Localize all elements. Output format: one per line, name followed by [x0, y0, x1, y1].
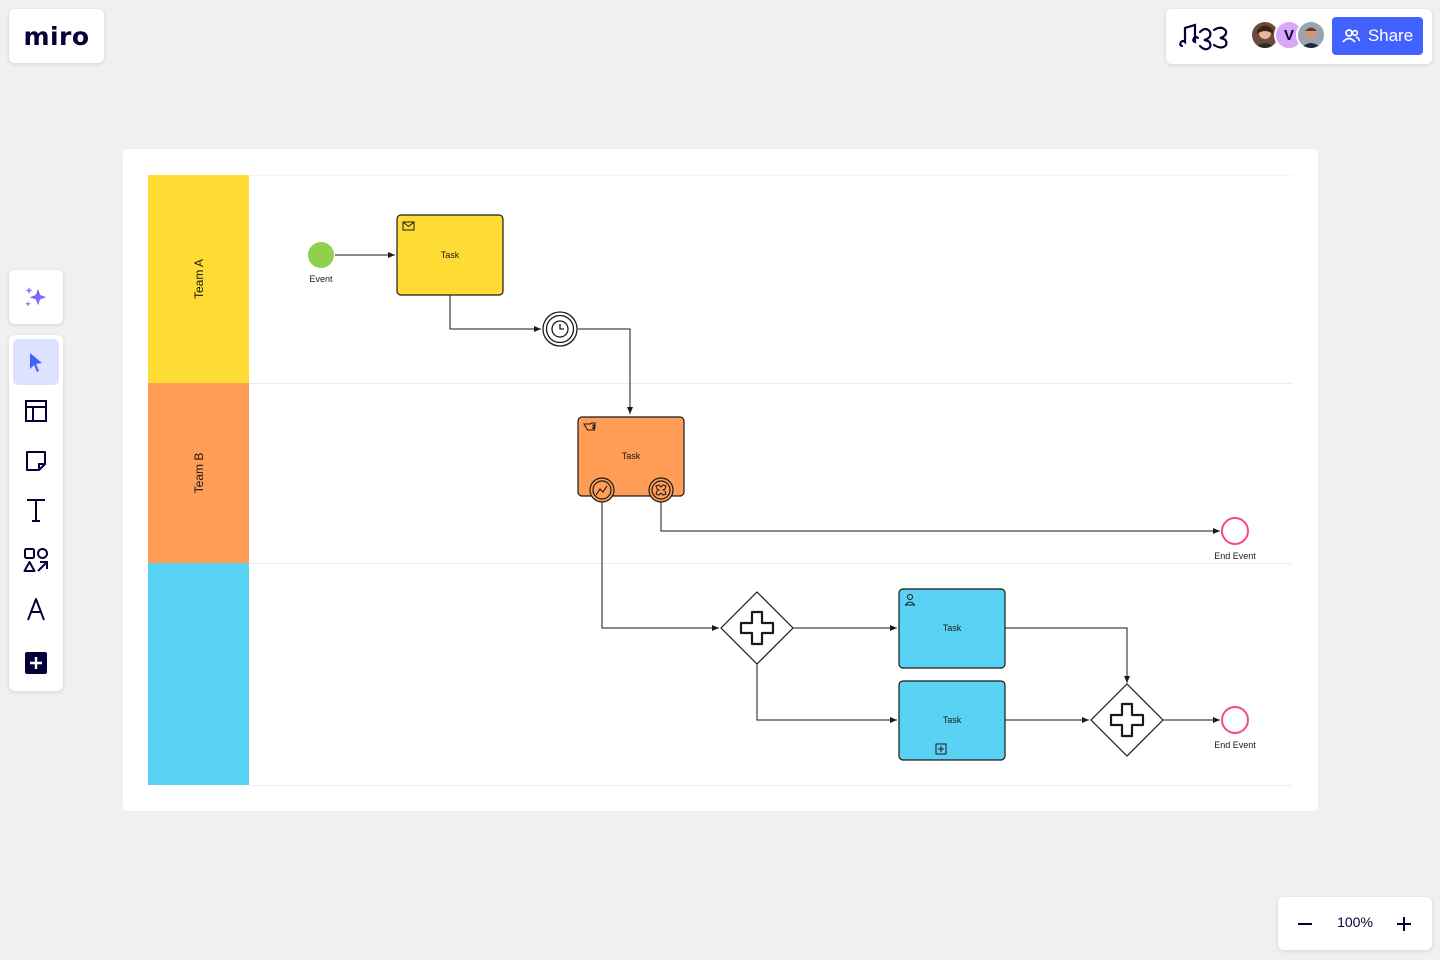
task-c2-label: Task [942, 715, 962, 725]
end-event-2 [1221, 706, 1249, 734]
flow-task-a-to-timer [449, 295, 541, 332]
flow-gateway-1-to-task-c2 [756, 664, 897, 723]
cursor-icon [30, 353, 42, 372]
cancel-icon [655, 484, 667, 496]
subprocess-plus-icon [935, 743, 947, 755]
reactions-icon[interactable] [1178, 22, 1232, 52]
zoom-out-button[interactable] [1289, 908, 1321, 940]
collaborators[interactable]: V [1250, 20, 1330, 52]
start-event [308, 242, 334, 268]
plus-icon [739, 610, 775, 646]
flow-task-c1-to-gateway-2 [1005, 627, 1130, 683]
share-label: Share [1367, 26, 1414, 45]
clock-icon [551, 320, 569, 338]
minus-icon [1298, 923, 1312, 925]
task-a-label: Task [440, 250, 460, 260]
parallel-gateway-1 [720, 591, 794, 665]
text-icon [27, 499, 45, 522]
plus-icon [1397, 917, 1411, 931]
end-event-1 [1221, 517, 1249, 545]
timer-event [542, 311, 578, 347]
flow-timer-to-task-b [578, 328, 633, 414]
shapes-tool[interactable] [13, 537, 59, 583]
left-toolbar [9, 335, 63, 691]
lane-divider [249, 175, 1292, 176]
lane-divider [249, 563, 1292, 564]
task-b-label: Task [621, 451, 641, 461]
sparkle-icon [25, 287, 47, 307]
escalation-icon [595, 485, 608, 496]
zoom-in-button[interactable] [1388, 908, 1420, 940]
top-right-bar: V Share [1166, 9, 1432, 64]
lane-team-a[interactable]: Team A [148, 175, 249, 383]
miro-logo[interactable]: miro [9, 9, 104, 63]
sticky-note-icon [26, 451, 46, 471]
cancel-boundary-event [648, 477, 674, 503]
plus-square-icon [25, 652, 47, 674]
more-tools-button[interactable] [13, 640, 59, 686]
task-c1 [898, 588, 1006, 669]
manual-hand-icon [583, 422, 596, 431]
select-tool[interactable] [13, 339, 59, 385]
task-c2 [898, 680, 1006, 761]
lane-team-c[interactable] [148, 563, 249, 785]
flow-task-b-to-gateway-1 [601, 502, 719, 631]
text-tool[interactable] [13, 487, 59, 533]
end-event-2-label: End Event [1214, 740, 1256, 750]
pen-icon [27, 598, 45, 621]
lane-divider [249, 383, 1292, 384]
ai-assist-button[interactable] [9, 270, 63, 324]
lane-divider [249, 785, 1292, 786]
zoom-level[interactable]: 100% [1337, 914, 1373, 930]
pen-tool[interactable] [13, 586, 59, 632]
task-c1-label: Task [942, 623, 962, 633]
connectors [335, 252, 1220, 723]
templates-tool[interactable] [13, 388, 59, 434]
message-icon [402, 221, 415, 231]
parallel-gateway-2 [1090, 683, 1164, 757]
avatar[interactable] [1250, 20, 1280, 50]
sticky-note-tool[interactable] [13, 438, 59, 484]
plus-icon [1109, 702, 1145, 738]
flow-task-b-to-end-1 [660, 502, 1220, 534]
escalation-boundary-event [589, 477, 615, 503]
avatar[interactable] [1296, 20, 1326, 50]
layout-icon [25, 400, 47, 422]
start-event-label: Event [309, 274, 333, 284]
shapes-icon [23, 548, 48, 572]
end-event-1-label: End Event [1214, 551, 1256, 561]
share-button[interactable]: Share [1332, 17, 1423, 55]
user-icon [904, 594, 916, 606]
lane-team-b[interactable]: Team B [148, 383, 249, 563]
task-a [396, 214, 504, 296]
zoom-controls: 100% [1278, 897, 1432, 950]
users-icon [1342, 29, 1360, 43]
task-b [577, 416, 685, 503]
